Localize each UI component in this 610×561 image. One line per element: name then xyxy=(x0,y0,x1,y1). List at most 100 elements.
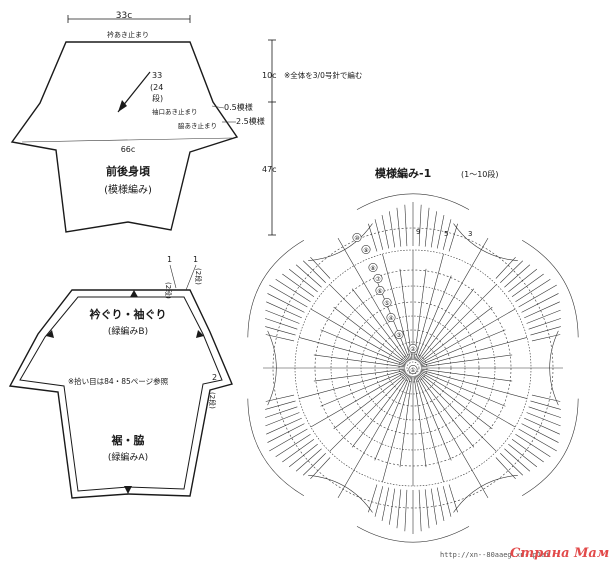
chart-spoke xyxy=(420,354,513,368)
chart-spoke xyxy=(418,373,497,452)
chart-spoke xyxy=(420,337,528,367)
chart-spoke xyxy=(416,237,489,362)
chart-spoke xyxy=(415,275,452,361)
chart-fan-stitch xyxy=(518,428,557,452)
chart-fan-stitch xyxy=(526,412,561,427)
chart-spoke xyxy=(374,375,411,461)
chart-spoke xyxy=(416,374,489,499)
chart-fan-stitch xyxy=(442,219,452,250)
chart-spoke xyxy=(413,375,427,468)
chart-fan-stitch xyxy=(508,443,538,468)
edge-a-rows: (2段) xyxy=(164,282,173,299)
chart-fan-stitch xyxy=(521,293,559,313)
chart-fan-stitch xyxy=(282,438,315,463)
chart-spoke xyxy=(337,374,410,499)
chart-fan-stitch xyxy=(269,428,308,452)
chart-fan-stitch xyxy=(500,260,524,283)
chart-valley-edge xyxy=(308,475,373,513)
chart-spoke xyxy=(298,337,406,367)
chart-fan-stitch xyxy=(267,423,305,443)
chart-fan-stitch xyxy=(302,260,326,283)
pickup-note: ※拾い目は84・85ページ参照 xyxy=(68,376,169,386)
diagonal-count-alt: (24 xyxy=(150,83,163,92)
chart-spoke xyxy=(418,284,497,363)
chart-fan-stitch xyxy=(389,488,396,525)
diagonal-count-unit: 段) xyxy=(152,93,163,103)
chart-fan-stitch xyxy=(530,400,561,410)
chart-spokes xyxy=(263,237,563,499)
side-opening-label: 脇あき止まり xyxy=(178,121,217,130)
chart-spoke xyxy=(413,268,427,361)
chart-spoke xyxy=(329,284,408,363)
chart-row-label: ⑤ xyxy=(384,300,389,307)
watermark-site: Страна Мам xyxy=(510,546,609,561)
upper-height-label: 10c xyxy=(262,71,277,80)
sleeve-opening-label: 袖口あき止まり xyxy=(152,107,198,116)
chart-fan-stitch xyxy=(436,487,445,521)
chart-top-number-9: 9 xyxy=(416,228,420,236)
watermark: http://xn--80aaeg.xn--p1ai Страна Мам xyxy=(440,546,609,561)
chart-spoke xyxy=(419,371,516,428)
right-edge-arrow xyxy=(196,330,204,338)
chart-spoke xyxy=(351,288,409,362)
chart-fan-stitch xyxy=(368,223,378,252)
measure-1-leader xyxy=(211,105,225,109)
chart-spoke xyxy=(414,375,444,483)
chart-fan-stitch xyxy=(418,489,422,532)
chart-row-label: ② xyxy=(410,346,416,353)
chart-fan-stitch xyxy=(524,417,560,435)
chart-fan-stitch xyxy=(267,293,305,313)
chart-spoke xyxy=(310,371,407,428)
chart-row-marker xyxy=(361,245,371,255)
chart-spoke xyxy=(419,308,516,365)
left-edge-arrow xyxy=(46,330,54,338)
chart-valley-edge xyxy=(549,330,559,406)
chart-fan-edge xyxy=(356,193,470,210)
chart-row-marker xyxy=(408,343,418,353)
top-edge-arrow xyxy=(130,290,138,297)
chart-fan-stitch xyxy=(508,268,538,293)
chart-spoke xyxy=(399,375,413,468)
diagonal-count: 33 xyxy=(152,71,162,80)
chart-spoke xyxy=(399,268,413,361)
chart-fan-stitch xyxy=(418,204,422,247)
chart-fan-stitch xyxy=(528,318,561,330)
chart-fan-stitch xyxy=(448,484,458,513)
diagonal-arrowhead xyxy=(118,100,127,112)
chart-valley-edge xyxy=(453,223,518,261)
chart-spoke xyxy=(320,329,406,366)
chart-valley-edge xyxy=(267,330,277,406)
chart-fan-stitch xyxy=(265,394,295,402)
chart-fan-stitch xyxy=(295,264,322,288)
chart-row-label: ⑨ xyxy=(363,247,368,254)
chart-fan-stitch xyxy=(269,284,308,308)
hem-side-sub: (緑編みA) xyxy=(108,451,148,463)
chart-fan-stitch xyxy=(530,326,561,336)
chart-fan-stitch xyxy=(524,301,560,319)
chart-fan-edge xyxy=(247,398,305,496)
chart-spoke xyxy=(333,372,407,430)
chart-top-number-5: 5 xyxy=(444,230,448,238)
chart-row-marker xyxy=(352,233,362,243)
lower-height-label: 47c xyxy=(262,165,277,174)
chart-fan-stitch xyxy=(495,257,516,279)
chart-fan-stitch xyxy=(266,417,302,435)
chart-fan-stitch xyxy=(288,268,318,293)
chart-spoke xyxy=(382,253,412,361)
chart-fan-stitch xyxy=(302,453,326,476)
chart-fan-stitch xyxy=(288,443,318,468)
chart-spoke xyxy=(417,374,475,448)
chart-spoke xyxy=(333,306,407,364)
chart-spoke xyxy=(414,253,444,361)
chart-fan-stitch xyxy=(381,215,390,249)
chart-fan-stitch xyxy=(515,433,551,457)
chart-spoke xyxy=(313,368,406,382)
width-label: 33c xyxy=(116,11,132,21)
chart-fan-stitch xyxy=(442,486,452,517)
chart-fan-stitch xyxy=(424,489,430,529)
chart-fan-stitch xyxy=(265,334,295,342)
right-measure-2: 2.5模様 xyxy=(236,116,265,126)
